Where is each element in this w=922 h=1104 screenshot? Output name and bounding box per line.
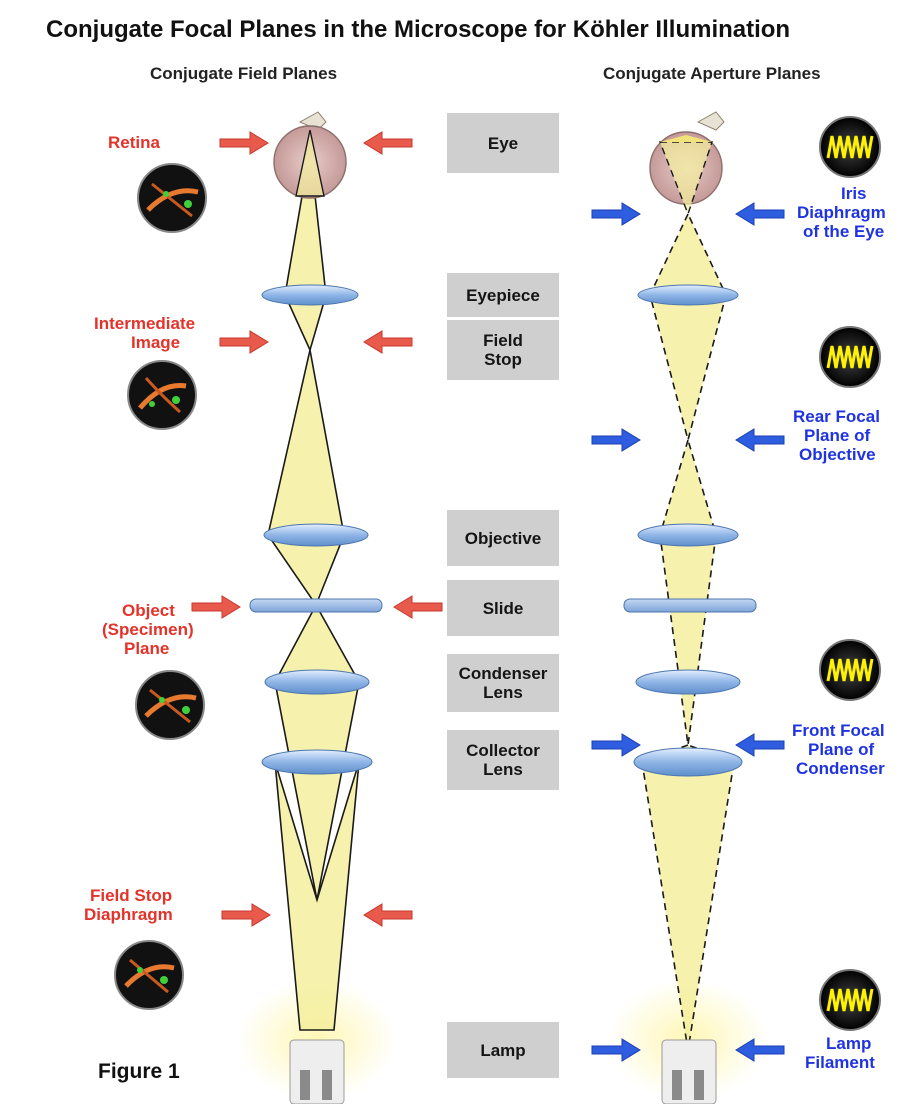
aperture-condenser-lens [636, 670, 740, 694]
aperture-planes-header: Conjugate Aperture Planes [603, 64, 821, 84]
filament-coil-icon [820, 327, 880, 387]
lamp-filament-label-line2: Filament [805, 1053, 875, 1072]
eye-label-box: Eye [447, 113, 559, 173]
field-lamp-icon [290, 1040, 344, 1104]
red-arrow-icon [222, 904, 270, 926]
red-arrow-icon [364, 904, 412, 926]
filament-coil-icon [820, 117, 880, 177]
aperture-slide [624, 599, 756, 612]
field-eye-icon [274, 112, 346, 198]
object-plane-label-line3: Plane [124, 639, 169, 658]
blue-arrow-icon [592, 203, 640, 225]
red-arrow-icon [364, 331, 412, 353]
red-arrow-icon [220, 331, 268, 353]
field-planes-diagram [237, 112, 397, 1104]
objective-label: Objective [465, 529, 542, 548]
collector-label-line1: Collector [466, 741, 540, 760]
front-focal-label-line1: Front Focal [792, 721, 885, 740]
field-collector-lens [262, 750, 372, 774]
slide-label: Slide [483, 599, 524, 618]
specimen-cell-icon [136, 671, 204, 739]
retina-label: Retina [108, 133, 160, 152]
collector-label-line2: Lens [483, 760, 523, 779]
field-stop-diaphragm-label-line1: Field Stop [90, 886, 172, 905]
red-arrow-icon [192, 596, 240, 618]
field-slide [250, 599, 382, 612]
rear-focal-label-line1: Rear Focal [793, 407, 880, 426]
intermediate-image-label-line1: Intermediate [94, 314, 195, 333]
collector-label-box: Collector Lens [447, 730, 559, 790]
lamp-label: Lamp [480, 1041, 525, 1060]
aperture-collector-lens [634, 748, 742, 776]
lamp-label-box: Lamp [447, 1022, 559, 1078]
object-plane-label-line2: (Specimen) [102, 620, 194, 639]
red-arrow-icon [220, 132, 268, 154]
field-stop-diaphragm-label-line2: Diaphragm [84, 905, 173, 924]
specimen-cell-icon [138, 164, 206, 232]
field-stop-label-line1: Field [483, 331, 523, 350]
figure-caption: Figure 1 [98, 1060, 180, 1084]
front-focal-label-line2: Plane of [808, 740, 874, 759]
field-eyepiece-lens [262, 285, 358, 305]
object-plane-label-line1: Object [122, 601, 175, 620]
blue-arrow-icon [736, 429, 784, 451]
field-stop-label-line2: Stop [484, 350, 522, 369]
rear-focal-label-line2: Plane of [804, 426, 870, 445]
specimen-cell-icon [115, 941, 183, 1009]
field-light-path [268, 150, 359, 1030]
aperture-eyepiece-lens [638, 285, 738, 305]
intermediate-image-label-line2: Image [131, 333, 180, 352]
iris-label-line1: Iris [841, 184, 867, 203]
aperture-light-path [642, 214, 734, 1050]
front-focal-label-line3: Condenser [796, 759, 885, 778]
filament-coil-icon [820, 640, 880, 700]
eyepiece-label-box: Eyepiece [447, 273, 559, 317]
lamp-filament-label-line1: Lamp [826, 1034, 871, 1053]
aperture-planes-diagram [608, 112, 768, 1104]
field-planes-header: Conjugate Field Planes [150, 64, 337, 84]
condenser-label-line2: Lens [483, 683, 523, 702]
slide-label-box: Slide [447, 580, 559, 636]
objective-label-box: Objective [447, 510, 559, 566]
aperture-lamp-icon [662, 1040, 716, 1104]
red-arrow-icon [364, 132, 412, 154]
filament-coil-icon [820, 970, 880, 1030]
red-arrow-icon [394, 596, 442, 618]
page-title: Conjugate Focal Planes in the Microscope… [46, 16, 790, 44]
field-objective-lens [264, 524, 368, 546]
blue-arrow-icon [592, 734, 640, 756]
iris-label-line2: Diaphragm [797, 203, 886, 222]
field-condenser-lens [265, 670, 369, 694]
eye-label: Eye [488, 134, 518, 153]
blue-arrow-icon [592, 429, 640, 451]
rear-focal-label-line3: Objective [799, 445, 876, 464]
condenser-label-box: Condenser Lens [447, 654, 559, 712]
blue-arrow-icon [736, 734, 784, 756]
iris-label-line3: of the Eye [803, 222, 884, 241]
field-stop-label-box: Field Stop [447, 320, 559, 380]
eyepiece-label: Eyepiece [466, 286, 540, 305]
condenser-label-line1: Condenser [459, 664, 548, 683]
specimen-cell-icon [128, 361, 196, 429]
aperture-eye-icon [650, 112, 724, 214]
aperture-objective-lens [638, 524, 738, 546]
blue-arrow-icon [736, 203, 784, 225]
